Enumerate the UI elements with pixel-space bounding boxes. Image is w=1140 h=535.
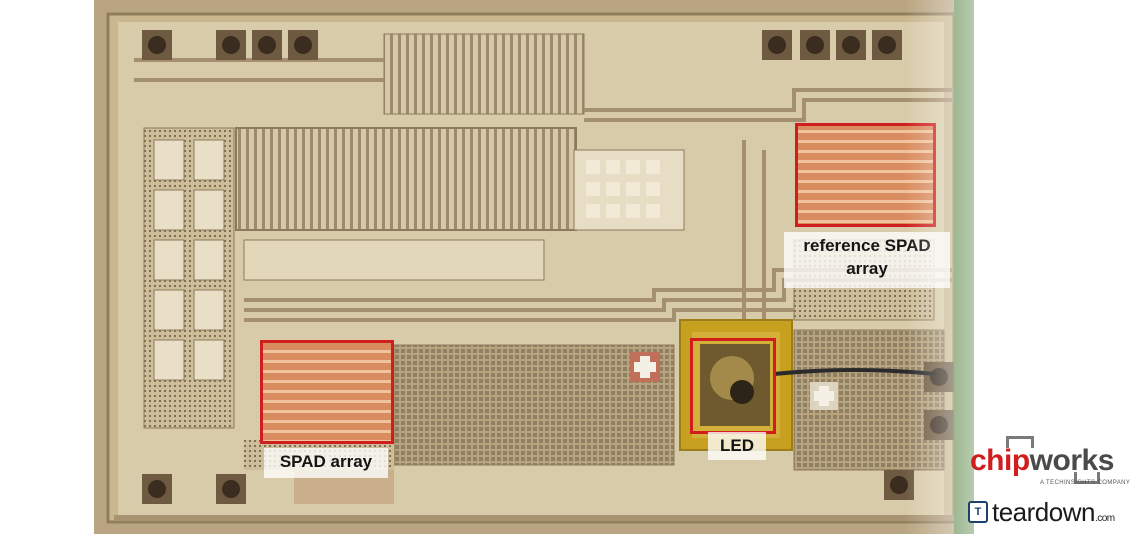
teardown-logo: T teardown.com [968, 497, 1138, 530]
chipworks-wordmark-b: works [1029, 444, 1115, 477]
teardown-wordmark-tld: .com [1094, 513, 1115, 524]
chipworks-tagline: A TECHINSIGHTS COMPANY [1040, 480, 1131, 486]
chipworks-wordmark: chipworks [970, 444, 1114, 478]
teardown-wordmark: teardown.com [992, 496, 1115, 535]
die-photo: reference SPAD array SPAD array LED [94, 0, 974, 534]
teardown-icon: T [968, 501, 988, 523]
logo-bracket-bottom [1074, 472, 1100, 484]
teardown-wordmark-main: teardown [992, 497, 1095, 527]
led-highlight [690, 338, 776, 434]
logo-bracket-top [1006, 436, 1034, 448]
spad-array-label: SPAD array [264, 448, 388, 478]
spad-array-highlight [260, 340, 394, 444]
chipworks-wordmark-a: chip [970, 444, 1030, 477]
led-label: LED [708, 432, 766, 460]
right-fade-overlay [905, 0, 1140, 534]
chipworks-logo: chipworks A TECHINSIGHTS COMPANY [966, 436, 1136, 494]
